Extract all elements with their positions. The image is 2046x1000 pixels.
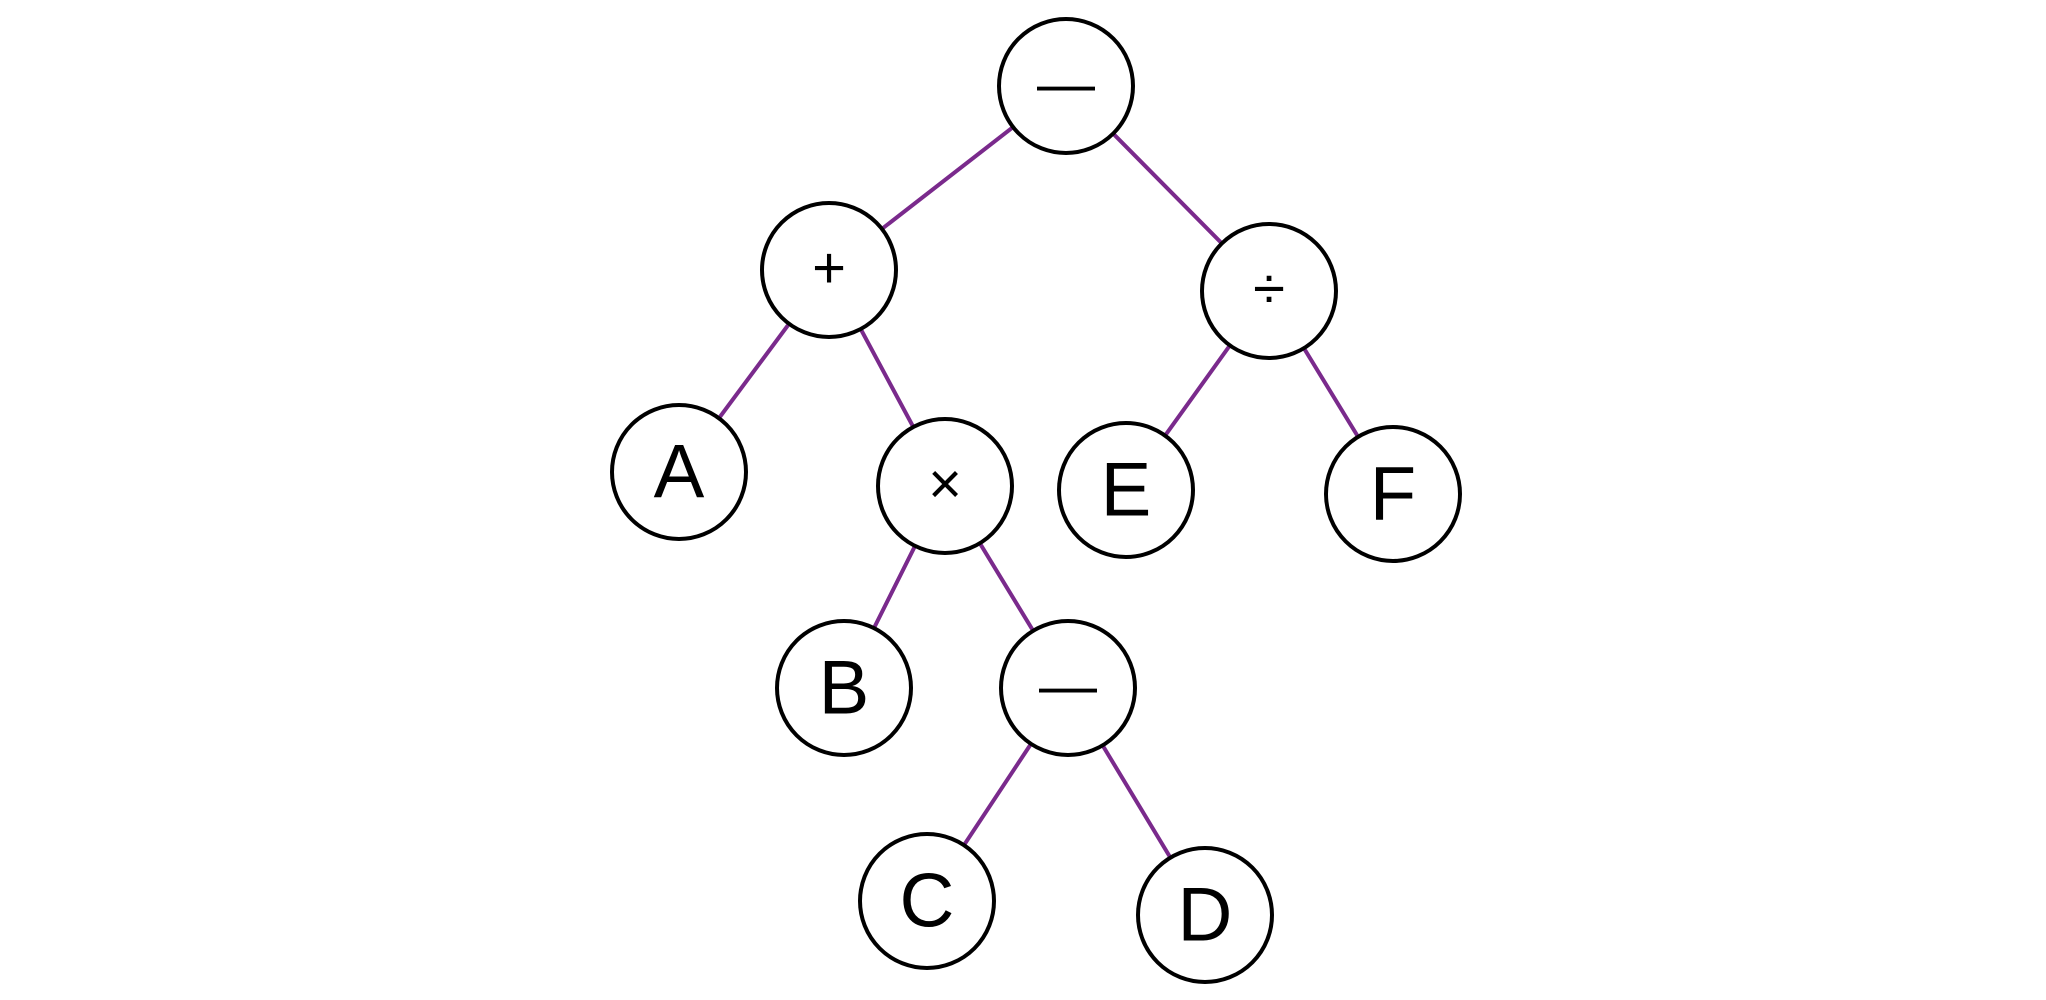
node-label-D: D	[1178, 873, 1233, 958]
node-label-A: A	[654, 430, 705, 515]
node-divide: ÷	[1200, 222, 1338, 360]
node-circle-minus-inner	[999, 619, 1137, 757]
node-circle-C	[858, 832, 996, 970]
node-A: A	[610, 403, 748, 541]
node-circle-minus-root	[997, 17, 1135, 155]
node-B: B	[775, 619, 913, 757]
node-circle-E	[1057, 421, 1195, 559]
node-C: C	[858, 832, 996, 970]
node-circle-B	[775, 619, 913, 757]
node-circle-plus	[760, 201, 898, 339]
node-label-E: E	[1101, 448, 1152, 533]
node-label-divide: ÷	[1253, 257, 1285, 322]
node-E: E	[1057, 421, 1195, 559]
node-label-B: B	[819, 646, 870, 731]
node-circle-A	[610, 403, 748, 541]
node-circle-divide	[1200, 222, 1338, 360]
node-circle-times	[876, 417, 1014, 555]
edges-layer	[677, 84, 1395, 917]
node-circle-F	[1324, 425, 1462, 563]
node-circle-D	[1136, 846, 1274, 984]
node-label-minus-root: —	[1037, 52, 1095, 117]
node-label-times: ×	[928, 452, 962, 517]
node-minus-inner: —	[999, 619, 1137, 757]
node-label-C: C	[900, 859, 955, 944]
nodes-layer: — + ÷ A × E F B — C D	[610, 17, 1462, 984]
node-plus: +	[760, 201, 898, 339]
node-minus-root: —	[997, 17, 1135, 155]
node-label-minus-inner: —	[1039, 654, 1097, 719]
node-label-plus: +	[812, 236, 846, 301]
node-F: F	[1324, 425, 1462, 563]
node-D: D	[1136, 846, 1274, 984]
node-times: ×	[876, 417, 1014, 555]
node-label-F: F	[1370, 452, 1416, 537]
